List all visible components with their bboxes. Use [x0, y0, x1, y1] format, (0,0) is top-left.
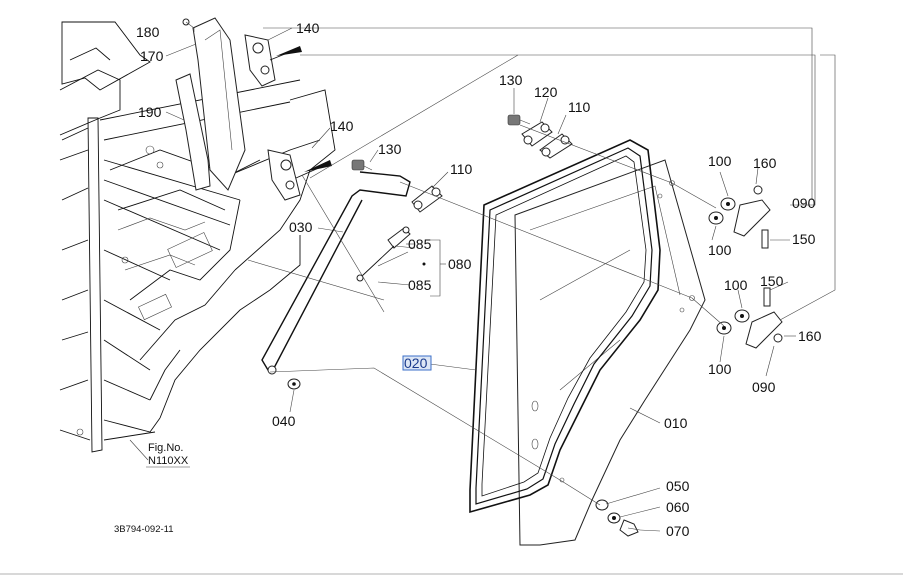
part-label-100-b: 100 [708, 242, 732, 258]
pivot-washer-040 [287, 378, 301, 390]
arrow-marker-140-upper [269, 46, 302, 61]
part-label-060: 060 [666, 499, 690, 515]
part-label-010: 010 [664, 415, 688, 431]
arrow-marker-140-lower [295, 160, 332, 179]
panel-190 [175, 73, 211, 191]
cab-frame [59, 21, 336, 453]
part-label-090-upper: 090 [792, 195, 816, 211]
part-label-150-lower: 150 [760, 273, 784, 289]
hinge-plate-110-lower [411, 185, 443, 213]
part-label-090-lower: 090 [752, 379, 776, 395]
pillar-trim-170 [192, 17, 246, 191]
part-label-160-upper: 160 [753, 155, 777, 171]
part-label-150-upper: 150 [792, 231, 816, 247]
rod-030 [261, 171, 411, 375]
washers-100-lower [716, 309, 750, 335]
latch-bracket-090-upper [733, 185, 771, 249]
part-label-085-lower: 085 [408, 277, 432, 293]
drawing-code: 3B794-092-11 [114, 524, 174, 535]
figure-ref-line2: N110XX [148, 455, 189, 467]
part-label-110-upper: 110 [568, 99, 591, 115]
part-label-130-upper: 130 [499, 72, 523, 88]
part-label-140-lower: 140 [330, 118, 354, 134]
assembly-lines [129, 21, 836, 532]
door-glass-010 [514, 159, 706, 546]
part-label-050: 050 [666, 478, 690, 494]
washers-100-upper [708, 197, 736, 225]
part-label-120: 120 [534, 84, 558, 100]
bolt-130-lower [351, 159, 373, 171]
part-label-020-highlight [402, 355, 432, 371]
part-label-085-upper: 085 [408, 236, 432, 252]
bolt-130-upper [507, 114, 531, 126]
part-label-160-lower: 160 [798, 328, 822, 344]
hinge-plate-110-upper [539, 133, 573, 159]
hinge-bracket-upper [244, 34, 276, 87]
part-label-080: 080 [448, 256, 472, 272]
part-label-180: 180 [136, 24, 160, 40]
part-labels: 180 170 140 190 140 130 120 110 130 110 … [136, 20, 822, 539]
part-label-030: 030 [289, 219, 313, 235]
part-label-190: 190 [138, 104, 162, 120]
gas-strut-080 [356, 226, 416, 282]
part-label-070: 070 [666, 523, 690, 539]
part-label-040: 040 [272, 413, 296, 429]
figure-ref-line1: Fig.No. [148, 442, 183, 454]
part-label-130-lower: 130 [378, 141, 402, 157]
latch-bracket-090-lower [745, 287, 783, 349]
part-label-100-c: 100 [724, 277, 748, 293]
part-label-100-a: 100 [708, 153, 732, 169]
hinge-plate-120 [521, 121, 553, 147]
part-label-140-upper: 140 [296, 20, 320, 36]
hinge-bracket-lower [267, 149, 301, 201]
fasteners-050-070 [595, 499, 641, 537]
figure-reference: Fig.No. N110XX [146, 442, 190, 468]
part-label-170: 170 [140, 48, 164, 64]
part-label-110-lower: 110 [450, 161, 473, 177]
part-label-100-d: 100 [708, 361, 732, 377]
part-label-020[interactable]: 020 [404, 355, 428, 371]
